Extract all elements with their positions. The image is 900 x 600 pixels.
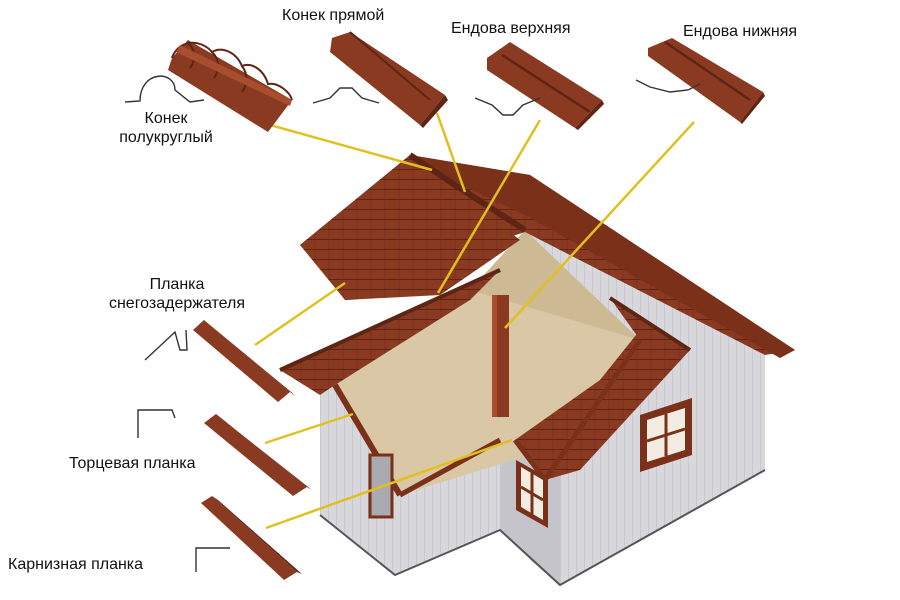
label-ridge-straight: Конек прямой [282, 6, 384, 25]
label-ridge-round: Конек полукруглый [99, 109, 233, 147]
eave-trim-part [201, 496, 302, 580]
ridge-straight-profile-icon [313, 88, 379, 103]
eave-trim-profile-icon [196, 548, 230, 572]
valley-upper-profile-icon [475, 98, 540, 115]
label-snow-guard-line2: снегозадержателя [82, 294, 272, 313]
label-gable-trim: Торцевая планка [69, 454, 196, 473]
label-snow-guard-line1: Планка [82, 275, 272, 294]
house-illustration [280, 155, 795, 585]
label-ridge-round-line1: Конек [99, 109, 233, 128]
snow-guard-profile-icon [145, 330, 187, 360]
label-ridge-round-line2: полукруглый [99, 128, 233, 147]
valley-upper-part [487, 42, 604, 130]
valley-lower-part [648, 38, 765, 124]
gable-trim-profile-icon [138, 410, 175, 438]
ridge-straight-part [330, 32, 448, 128]
leader-ridge-round [270, 125, 432, 170]
gable-trim-part [204, 414, 312, 496]
snow-guard-part [193, 320, 296, 402]
label-valley-lower: Ендова нижняя [683, 22, 797, 41]
label-eave-trim: Карнизная планка [8, 555, 143, 574]
label-snow-guard: Планка снегозадержателя [82, 275, 272, 313]
label-valley-upper: Ендова верхняя [451, 19, 571, 38]
